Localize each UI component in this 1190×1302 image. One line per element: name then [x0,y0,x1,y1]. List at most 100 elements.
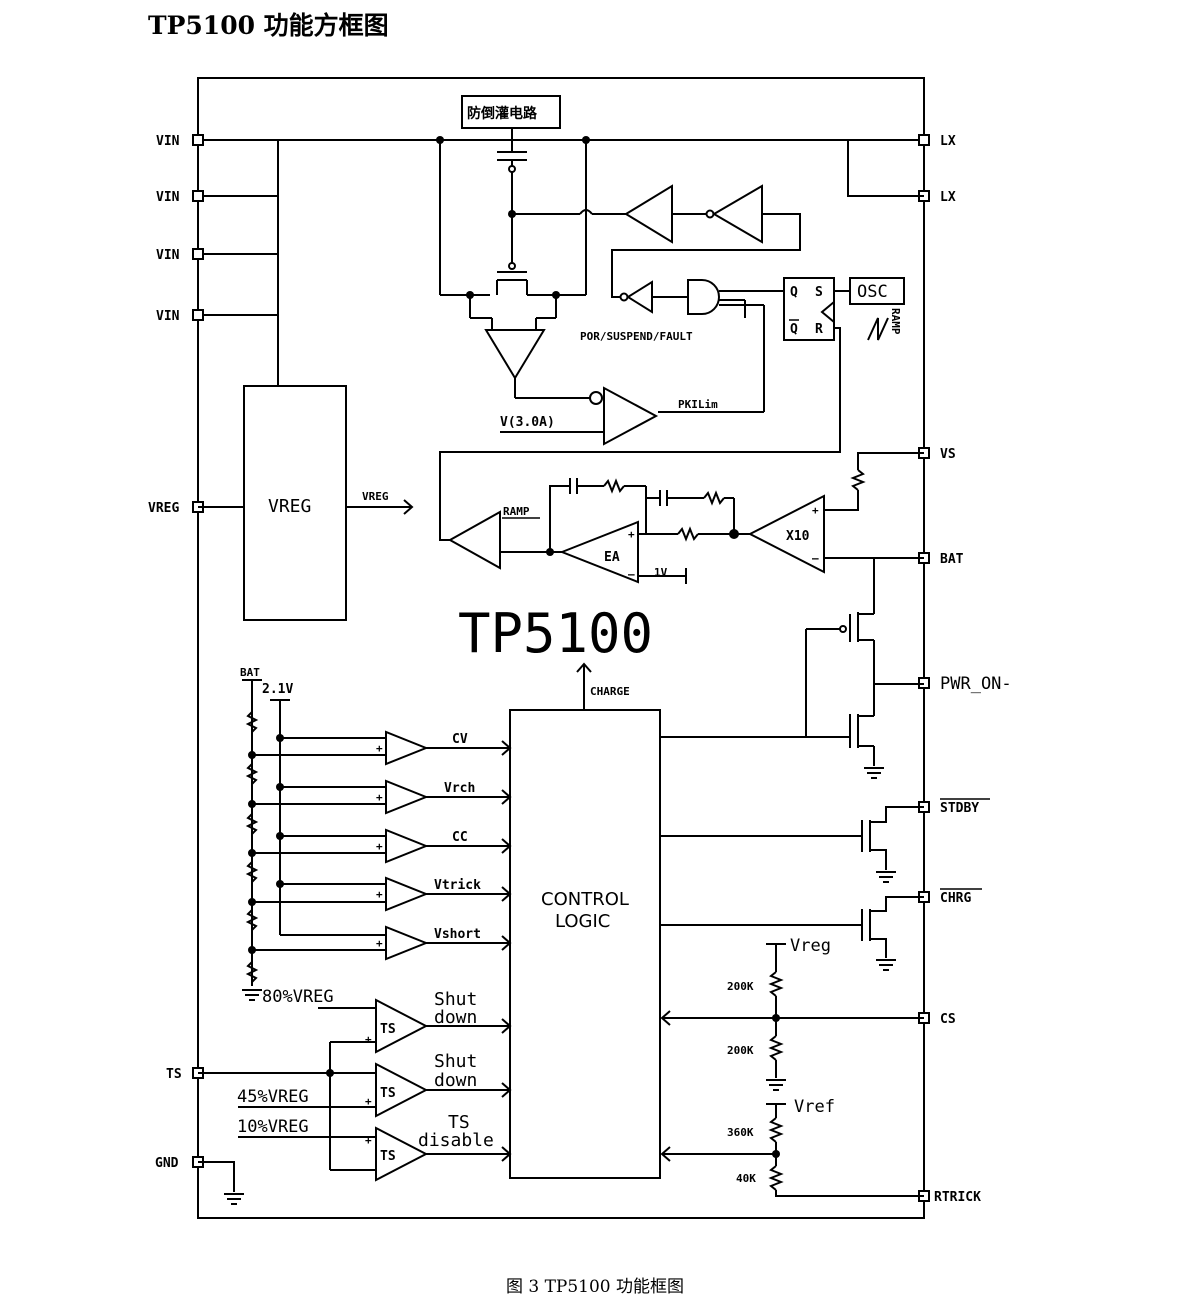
svg-text:VREG: VREG [362,490,389,503]
svg-text:VIN: VIN [156,248,180,263]
gate-drivers: POR/SUSPEND/FAULT [580,184,801,413]
svg-text:—: — [628,568,635,581]
svg-text:GND: GND [155,1156,179,1171]
svg-text:POR/SUSPEND/FAULT: POR/SUSPEND/FAULT [580,330,693,343]
svg-text:LOGIC: LOGIC [555,911,610,932]
svg-text:BAT: BAT [940,552,964,567]
gnd-symbol [198,1161,244,1205]
chip-outline [197,77,925,1219]
svg-text:PKILim: PKILim [678,398,718,411]
chip-name-label: TP5100 [458,602,653,665]
pin-gnd: GND [155,1156,204,1171]
svg-text:VIN: VIN [156,309,180,324]
svg-text:down: down [434,1070,477,1091]
pin-stdby: STDBY [918,798,990,816]
svg-text:80%VREG: 80%VREG [262,987,334,1007]
svg-text:Shut: Shut [434,989,477,1010]
error-amp-section: RAMP EA + — 1V X10 + — [447,452,924,584]
svg-text:CS: CS [940,1012,956,1027]
svg-text:防倒灌电路: 防倒灌电路 [467,105,538,122]
svg-text:+: + [365,1134,372,1147]
svg-text:RAMP: RAMP [503,505,530,518]
svg-text:360K: 360K [727,1126,754,1139]
lx-wiring [847,140,924,197]
svg-text:CC: CC [452,830,468,845]
svg-text:STDBY: STDBY [940,801,979,816]
pin-lx-1: LX [918,134,956,149]
pin-vin-1: VIN [156,134,204,149]
svg-text:Shut: Shut [434,1051,477,1072]
pin-bat: BAT [918,552,964,567]
svg-text:+: + [376,742,383,755]
vin-wiring [198,139,924,386]
svg-text:VS: VS [940,447,956,462]
power-mosfets [436,136,626,399]
sr-flipflop: Q S Q R [439,277,850,541]
charge-signal: CHARGE [576,662,630,710]
svg-text:2.1V: 2.1V [262,682,293,697]
svg-text:40K: 40K [736,1172,756,1185]
svg-text:CV: CV [452,732,468,747]
pin-vin-2: VIN [156,190,204,205]
svg-text:VIN: VIN [156,134,180,149]
svg-text:RTRICK: RTRICK [934,1190,981,1205]
svg-text:disable: disable [418,1130,494,1151]
svg-text:TS: TS [448,1112,470,1133]
svg-text:down: down [434,1007,477,1028]
pin-vin-3: VIN [156,248,204,263]
control-logic-block: CONTROL LOGIC [509,709,661,1179]
svg-text:LX: LX [940,134,956,149]
svg-text:+: + [376,791,383,804]
pkilim-comparator: V(3.0A) PKILim [500,386,718,446]
svg-text:45%VREG: 45%VREG [237,1087,309,1107]
vreg-block: VREG VREG [198,385,414,621]
cs-rtrick-dividers: Vreg 200K 200K Vref 360K 40K [660,936,924,1197]
svg-text:S: S [815,285,823,300]
svg-text:VIN: VIN [156,190,180,205]
pin-chrg: CHRG [918,888,982,906]
svg-text:LX: LX [940,190,956,205]
svg-text:200K: 200K [727,1044,754,1057]
svg-text:V(3.0A): V(3.0A) [500,415,555,430]
svg-text:TS: TS [380,1149,396,1164]
svg-text:+: + [376,888,383,901]
svg-text:BAT: BAT [240,666,260,679]
svg-text:CHARGE: CHARGE [590,685,630,698]
svg-text:Q: Q [790,322,798,337]
svg-text:Vshort: Vshort [434,927,481,942]
svg-text:CHRG: CHRG [940,891,971,906]
svg-text:10%VREG: 10%VREG [237,1117,309,1137]
svg-text:CONTROL: CONTROL [541,889,629,910]
svg-text:TS: TS [166,1067,182,1082]
svg-text:OSC: OSC [857,282,888,302]
svg-text:—: — [812,552,819,565]
pin-vreg: VREG [148,501,204,516]
svg-text:+: + [365,1095,372,1108]
status-mosfets [660,806,924,971]
pin-rtrick: RTRICK [918,1190,981,1205]
svg-text:R: R [815,322,823,337]
svg-text:+: + [376,937,383,950]
svg-text:+: + [376,840,383,853]
svg-text:+: + [365,1033,372,1046]
figure-caption: 图 3 TP5100 功能框图 [505,1277,685,1297]
ts-comparators: TS + Shut down TS + Shut down 45%VREG TS… [198,989,512,1182]
pwr-on-mosfets [660,558,924,779]
svg-text:Vrch: Vrch [444,781,475,796]
svg-text:200K: 200K [727,980,754,993]
svg-text:+: + [812,504,819,517]
svg-text:Vreg: Vreg [790,936,831,956]
svg-text:Q: Q [790,285,798,300]
svg-text:TS: TS [380,1022,396,1037]
svg-text:PWR_ON-: PWR_ON- [940,674,1012,694]
svg-text:Vtrick: Vtrick [434,878,481,893]
svg-text:X10: X10 [786,529,810,544]
pin-vin-4: VIN [156,309,204,324]
svg-text:1V: 1V [654,566,668,579]
svg-text:EA: EA [604,550,620,565]
svg-text:+: + [628,528,635,541]
oscillator: OSC RAMP [849,277,905,341]
comparator-bank: + CV + Vrch + CC + Vtrick + Vshort [248,730,512,961]
pin-pwr-on: PWR_ON- [918,674,1012,694]
